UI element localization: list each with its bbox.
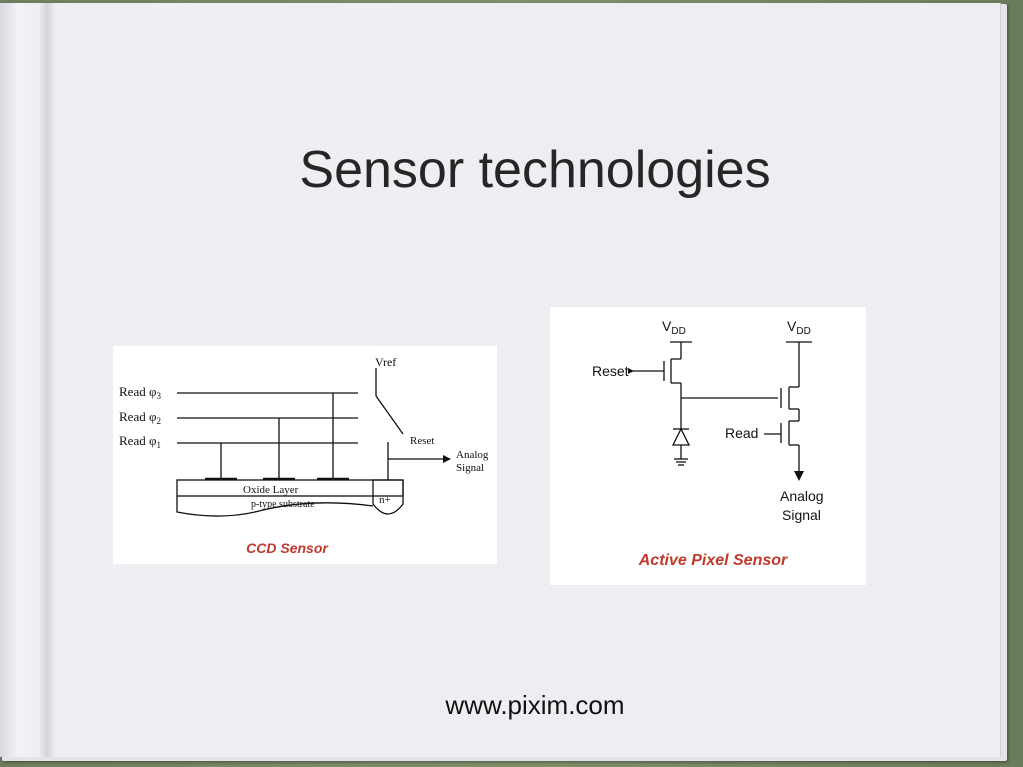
analog-label: Analog xyxy=(456,449,489,461)
footer-url: www.pixim.com xyxy=(445,690,625,720)
ccd-sensor-figure: Read φ3 Read φ2 Read φ1 Vref Reset Analo… xyxy=(113,346,497,564)
aps-diagram: VDD VDD Reset Read Analog Signal Active … xyxy=(592,318,824,569)
analog-arrow-icon xyxy=(443,455,451,463)
signal-label: Signal xyxy=(782,507,821,523)
right-vdd-label: VDD xyxy=(787,318,811,337)
left-vdd-label: VDD xyxy=(662,318,686,337)
substrate-outline xyxy=(176,496,374,517)
output-arrow-icon xyxy=(794,471,804,481)
n-plus-well xyxy=(372,479,404,515)
slide-title: Sensor technologies xyxy=(299,141,771,199)
aps-caption: Active Pixel Sensor xyxy=(638,552,788,569)
oxide-label: Oxide Layer xyxy=(243,484,299,496)
ccd-caption: CCD Sensor xyxy=(246,540,329,556)
signal-label: Signal xyxy=(456,462,484,474)
aps-sensor-figure: VDD VDD Reset Read Analog Signal Active … xyxy=(550,307,866,585)
photodiode-icon xyxy=(671,427,691,446)
reset-arrow-icon xyxy=(628,368,634,374)
read2-label: Read φ2 xyxy=(119,409,161,426)
ccd-diagram: Read φ3 Read φ2 Read φ1 Vref Reset Analo… xyxy=(119,355,489,556)
read3-label: Read φ3 xyxy=(119,384,161,401)
analog-label: Analog xyxy=(780,488,824,504)
page-spine-shadow xyxy=(40,3,54,757)
substrate-label: p-type substrate xyxy=(251,499,315,510)
reset-label: Reset xyxy=(410,435,434,447)
nplus-label: n+ xyxy=(379,494,391,506)
reset-label: Reset xyxy=(592,363,629,379)
read-label: Read xyxy=(725,425,758,441)
read1-label: Read φ1 xyxy=(119,433,161,450)
vref-label: Vref xyxy=(375,355,396,369)
reset-switch xyxy=(375,395,404,435)
